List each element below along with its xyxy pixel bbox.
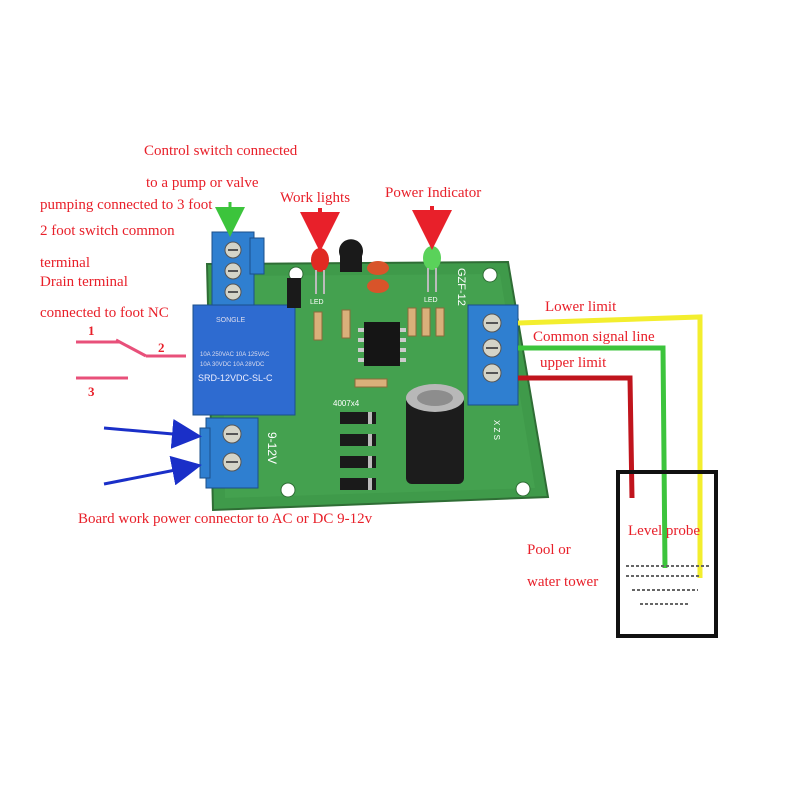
switch-symbol: 1 2 3 [76, 323, 186, 399]
ceramic-capacitors [367, 261, 389, 293]
label-lower-limit: Lower limit [545, 299, 617, 315]
label-connected-foot: connected to foot NC [40, 305, 169, 321]
wire-upper-limit [518, 375, 635, 499]
small-diode [287, 278, 301, 308]
work-light-led: LED [310, 248, 329, 306]
water-tank [616, 470, 718, 638]
switch-pin-1: 1 [88, 323, 95, 338]
wire-common-signal [518, 345, 668, 569]
board-model-text: GZF-12 [455, 268, 467, 306]
transistor [339, 239, 363, 272]
label-water-tower: water tower [527, 574, 599, 590]
wire-lower-limit [517, 314, 703, 578]
ic-chip [358, 322, 406, 366]
electrolytic-capacitor [406, 384, 464, 484]
label-board-power: Board work power connector to AC or DC 9… [78, 511, 373, 527]
xzs-label: X Z S [492, 420, 501, 440]
terminal-block-power: 9-12V [199, 417, 279, 489]
power-indicator-led: LED [423, 246, 441, 304]
relay-rating-2: 10A 30VDC 10A 28VDC [200, 362, 265, 368]
switch-pin-2: 2 [158, 340, 165, 355]
label-common-signal: Common signal line [533, 329, 655, 345]
resistors [313, 307, 445, 388]
relay-brand: SONGLE [216, 317, 246, 324]
label-terminal: terminal [40, 255, 90, 271]
label-pool-or: Pool or [527, 542, 571, 558]
voltage-label: 9-12V [265, 432, 279, 464]
diode-label: 4007x4 [333, 399, 360, 408]
led2-label: LED [424, 297, 438, 304]
label-drain: Drain terminal [40, 274, 128, 290]
probe-wires [517, 314, 703, 578]
label-control-switch-2: to a pump or valve [146, 175, 259, 191]
switch-pin-3: 3 [88, 384, 95, 399]
power-arrow-top [103, 418, 202, 449]
label-pumping: pumping connected to 3 foot [40, 197, 213, 213]
terminal-block-probe: X Z S [467, 304, 519, 440]
relay-model: SRD-12VDC-SL-C [198, 373, 273, 383]
relay: SONGLE 10A 250VAC 10A 125VAC 10A 30VDC 1… [192, 304, 296, 416]
label-power-indicator: Power Indicator [385, 185, 482, 201]
relay-rating-1: 10A 250VAC 10A 125VAC [200, 352, 270, 358]
label-upper-limit: upper limit [540, 355, 607, 371]
label-two-foot: 2 foot switch common [40, 223, 175, 239]
label-control-switch-1: Control switch connected [144, 143, 298, 159]
rectifier-diodes: 4007x4 [333, 399, 376, 490]
label-level-probe: Level probe [628, 523, 701, 539]
label-work-lights: Work lights [280, 190, 351, 206]
power-arrow-bottom [103, 455, 202, 486]
led1-label: LED [310, 299, 324, 306]
